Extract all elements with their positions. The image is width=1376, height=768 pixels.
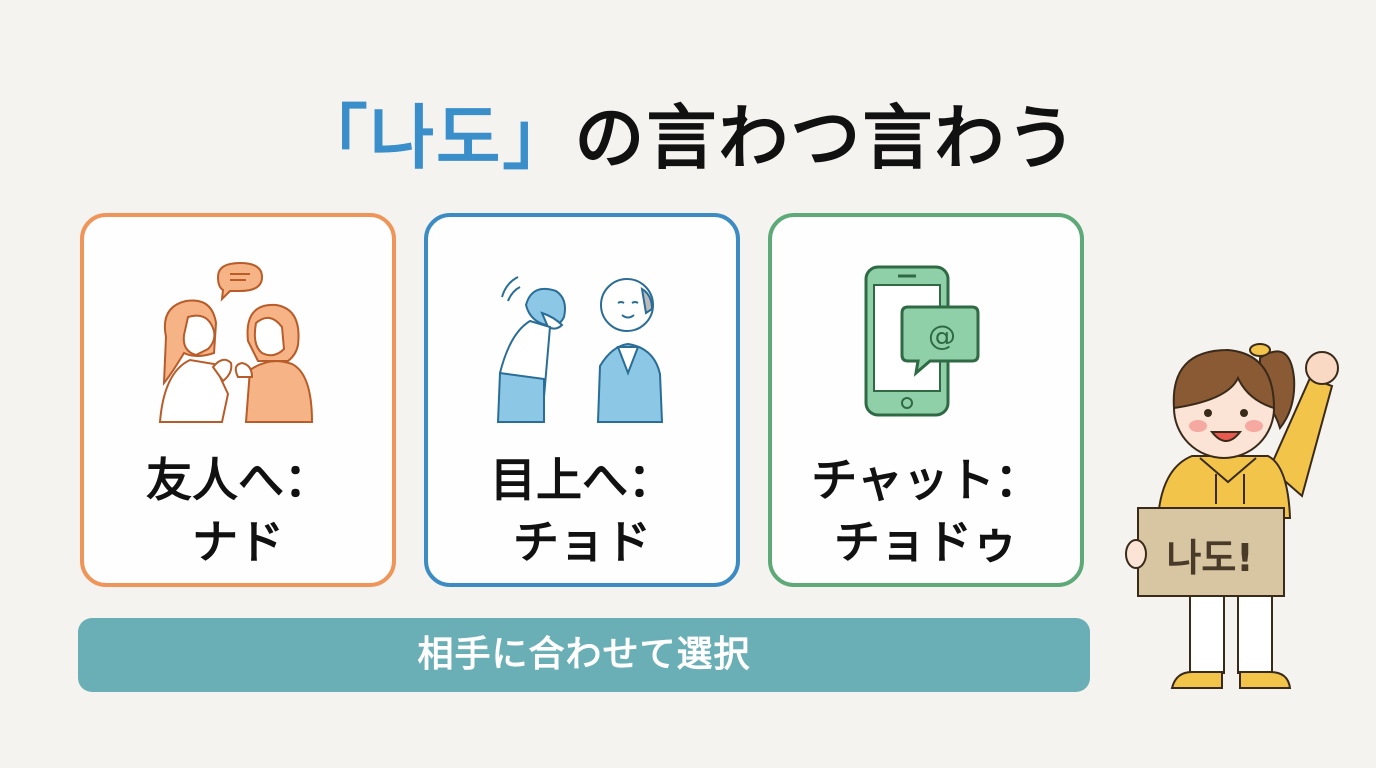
friends-talking-icon bbox=[158, 261, 314, 423]
card-friends: 友人へ： ナド bbox=[80, 213, 396, 587]
card-label-form: チョドゥ bbox=[834, 515, 1018, 569]
page-title: 「나도」の言わつ言わう bbox=[0, 82, 1376, 183]
title-accent: 「나도」 bbox=[297, 97, 575, 179]
card-label-audience: チャット： bbox=[811, 453, 1041, 507]
card-label-audience: 友人へ： bbox=[146, 453, 330, 507]
smartphone-chat-icon: @ bbox=[864, 265, 980, 417]
card-chat: @ チャット： チョドゥ bbox=[768, 213, 1084, 587]
card-label-form: ナド bbox=[192, 515, 284, 569]
mascot-girl-with-sign-icon bbox=[1125, 343, 1339, 689]
card-label-form: チョド bbox=[513, 515, 651, 569]
title-rest: の言わつ言わう bbox=[574, 97, 1079, 179]
svg-text:@: @ bbox=[928, 319, 956, 352]
card-label-audience: 目上へ： bbox=[490, 453, 674, 507]
card-seniors: 目上へ： チョド bbox=[424, 213, 740, 587]
mascot-sign-text: 나도! bbox=[1166, 536, 1254, 580]
bowing-to-elder-icon bbox=[496, 276, 664, 423]
summary-banner: 相手に合わせて選択 bbox=[78, 618, 1090, 692]
